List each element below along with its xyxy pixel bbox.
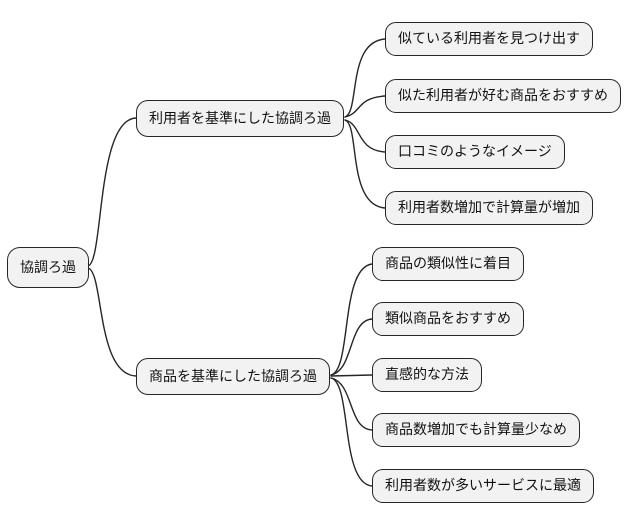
edge-user-to-leaf-1	[344, 38, 386, 118]
edge-item-to-leaf-4	[330, 377, 373, 431]
node-leaf-recommend-liked-products: 似た利用者が好む商品をおすすめ	[385, 79, 621, 113]
node-leaf-focus-on-product-similarity: 商品の類似性に着目	[372, 247, 524, 281]
node-leaf-find-similar-users: 似ている利用者を見つけ出す	[385, 22, 593, 56]
edge-root-to-branch-user	[87, 117, 137, 267]
node-leaf-recommend-similar-products: 類似商品をおすすめ	[372, 302, 524, 336]
node-leaf-intuitive-method: 直感的な方法	[372, 358, 482, 392]
edge-root-to-branch-item	[87, 267, 137, 377]
edge-item-to-leaf-3	[330, 374, 373, 377]
edge-item-to-leaf-1	[330, 263, 373, 376]
edge-user-to-leaf-4	[344, 119, 386, 209]
edge-item-to-leaf-2	[330, 318, 373, 376]
node-branch-user-based: 利用者を基準にした協調ろ過	[136, 100, 344, 137]
edge-user-to-leaf-2	[344, 95, 386, 118]
node-root: 協調ろ過	[7, 247, 89, 288]
node-leaf-word-of-mouth-image: 口コミのようなイメージ	[385, 135, 565, 169]
node-leaf-low-computation-with-more-products: 商品数増加でも計算量少なめ	[372, 413, 580, 447]
node-leaf-computation-grows-with-users: 利用者数増加で計算量が増加	[385, 191, 593, 225]
node-branch-item-based: 商品を基準にした協調ろ過	[136, 358, 330, 395]
node-leaf-best-for-many-user-services: 利用者数が多いサービスに最適	[372, 469, 594, 503]
edge-item-to-leaf-5	[330, 377, 373, 487]
edge-user-to-leaf-3	[344, 119, 386, 153]
